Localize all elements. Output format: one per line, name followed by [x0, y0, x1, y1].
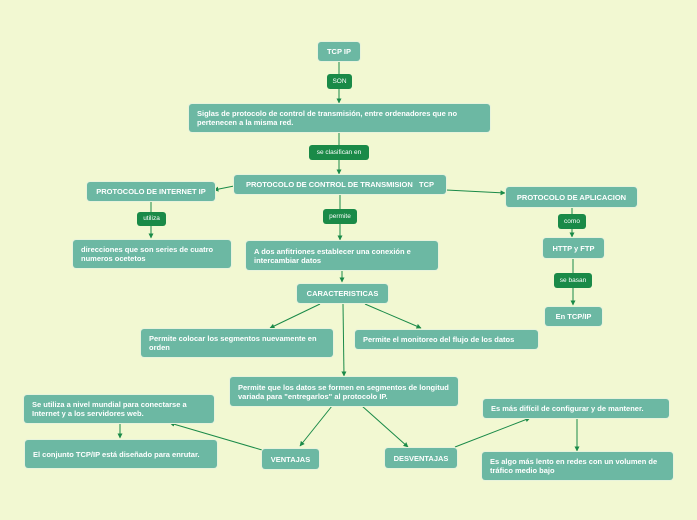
- link-label-text: se basan: [559, 276, 587, 284]
- node-label: TCP IP: [326, 47, 352, 56]
- node-label: VENTAJAS: [270, 454, 311, 464]
- link-label-utiliza: utiliza: [137, 212, 166, 226]
- node-en-tcp-ip[interactable]: En TCP/IP: [545, 307, 602, 326]
- link-label-permite: permite: [323, 209, 357, 224]
- node-monitoreo[interactable]: Permite el monitoreo del flujo de los da…: [355, 330, 538, 349]
- link-label-text: permite: [329, 212, 351, 220]
- edge-tcp-ip: [213, 185, 235, 192]
- node-label: Es más difícil de configurar y de manten…: [491, 404, 644, 413]
- edge-segmentos-desventajas: [361, 405, 409, 448]
- edge-segmentos-ventajas: [299, 405, 333, 447]
- node-nivel-mundial[interactable]: Se utiliza a nivel mundial para conectar…: [24, 395, 214, 423]
- node-label: Es algo más lento en redes con un volume…: [490, 457, 658, 475]
- node-siglas[interactable]: Siglas de protocolo de control de transm…: [189, 104, 490, 132]
- node-segmentos[interactable]: Permite que los datos se formen en segme…: [230, 377, 458, 406]
- node-label: HTTP y FTP: [552, 243, 595, 253]
- link-label-como: como: [558, 214, 586, 229]
- node-label: Permite que los datos se formen en segme…: [238, 382, 449, 401]
- node-http-ftp[interactable]: HTTP y FTP: [543, 238, 604, 258]
- edge-caract-colocar: [269, 303, 321, 329]
- node-protocolo-ip[interactable]: PROTOCOLO DE INTERNET IP: [87, 182, 215, 201]
- node-label: Siglas de protocolo de control de transm…: [197, 109, 458, 127]
- edge-tcp-app: [445, 189, 506, 196]
- node-label: PROTOCOLO DE APLICACION: [516, 192, 627, 202]
- node-label: PROTOCOLO DE CONTROL DE TRANSMISION TCP: [245, 180, 435, 189]
- node-anfitriones[interactable]: A dos anfitriones establecer una conexió…: [246, 241, 438, 270]
- node-protocolo-aplicacion[interactable]: PROTOCOLO DE APLICACION: [506, 187, 637, 207]
- node-label: A dos anfitriones establecer una conexió…: [254, 246, 411, 265]
- node-label: PROTOCOLO DE INTERNET IP: [96, 187, 206, 196]
- node-label: Permite colocar los segmentos nuevamente…: [149, 334, 317, 352]
- node-mas-dificil[interactable]: Es más difícil de configurar y de manten…: [483, 399, 669, 418]
- link-label-text: utiliza: [143, 215, 160, 222]
- link-label-text: SON: [332, 77, 347, 85]
- node-caracteristicas[interactable]: CARACTERISTICAS: [297, 284, 388, 303]
- node-protocolo-tcp[interactable]: PROTOCOLO DE CONTROL DE TRANSMISION TCP: [234, 175, 446, 194]
- node-label: CARACTERISTICAS: [306, 289, 379, 298]
- node-tcp-ip[interactable]: TCP IP: [318, 42, 360, 61]
- link-label-se-clasifican: se clasifican en: [309, 145, 369, 160]
- node-ventajas[interactable]: VENTAJAS: [262, 449, 319, 469]
- edge-caract-segmentos: [341, 303, 347, 377]
- link-label-text: se clasifican en: [316, 148, 362, 156]
- node-label: Se utiliza a nivel mundial para conectar…: [32, 400, 187, 418]
- node-label: El conjunto TCP/IP está diseñado para en…: [33, 449, 200, 459]
- edge-caract-monitoreo: [364, 303, 422, 329]
- link-label-text: como: [564, 217, 580, 225]
- link-label-son: SON: [327, 74, 352, 89]
- node-desventajas[interactable]: DESVENTAJAS: [385, 448, 457, 468]
- node-colocar-segmentos[interactable]: Permite colocar los segmentos nuevamente…: [141, 329, 333, 357]
- node-enrutar[interactable]: El conjunto TCP/IP está diseñado para en…: [25, 440, 217, 468]
- edge-desventajas-dificil: [454, 417, 531, 448]
- node-direcciones[interactable]: direcciones que son series de cuatro num…: [73, 240, 231, 268]
- link-label-se-basan: se basan: [554, 273, 592, 288]
- edge-ventajas-mundial: [169, 421, 263, 451]
- node-label: direcciones que son series de cuatro num…: [81, 245, 214, 263]
- node-label: DESVENTAJAS: [393, 453, 449, 463]
- node-mas-lento[interactable]: Es algo más lento en redes con un volume…: [482, 452, 673, 480]
- node-label: En TCP/IP: [555, 312, 592, 321]
- node-label: Permite el monitoreo del flujo de los da…: [363, 335, 515, 344]
